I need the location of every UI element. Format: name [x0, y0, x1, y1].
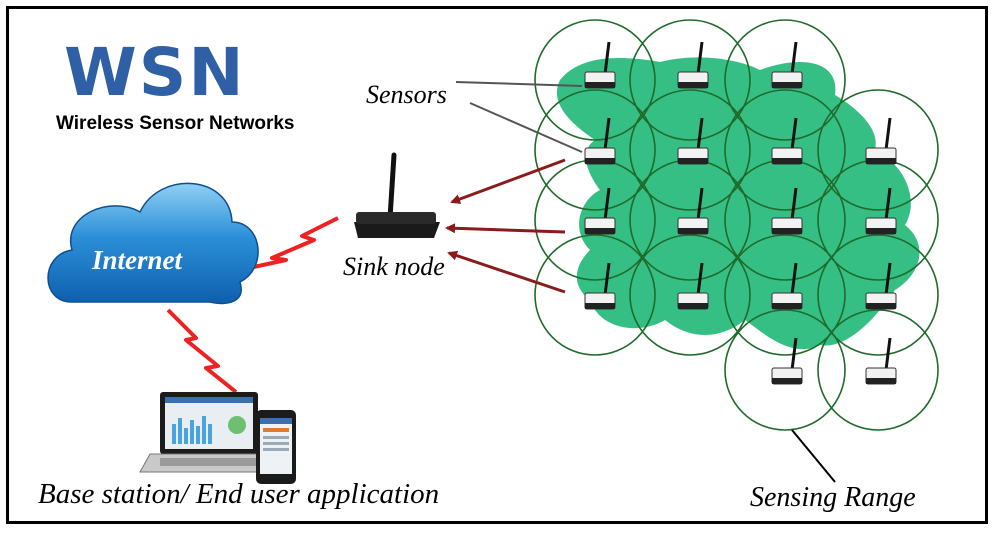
laptop-icon: [139, 392, 279, 473]
range-circle: [724, 234, 846, 356]
smartphone-icon: [256, 410, 296, 484]
data-flow-arrows: [445, 158, 566, 294]
range-circle: [629, 234, 751, 356]
sensing-range-label: Sensing Range: [750, 482, 916, 513]
range-circle: [817, 89, 939, 211]
range-circle: [629, 19, 751, 141]
range-circle: [817, 309, 939, 431]
arrow-to-sink: [445, 223, 566, 234]
cloud-icon: [47, 182, 259, 305]
callout-line: [469, 102, 583, 153]
sensors-label: Sensors: [366, 80, 447, 109]
range-circle: [534, 89, 656, 211]
lightning-icon: [166, 308, 238, 394]
lightning-icon: [239, 216, 339, 272]
router-icon: [354, 152, 440, 238]
sink-node-label: Sink node: [343, 252, 445, 281]
sensor-node-icon: [864, 336, 898, 386]
arrow-to-sink: [450, 158, 566, 204]
range-circle: [817, 234, 939, 356]
range-circle: [724, 89, 846, 211]
coverage-area: [556, 57, 920, 350]
base-station-label: Base station/ End user application: [38, 478, 440, 510]
callout-line: [455, 81, 583, 87]
range-circle: [629, 89, 751, 211]
arrow-to-sink: [447, 250, 566, 294]
range-circle: [534, 19, 656, 141]
range-circle: [724, 19, 846, 141]
sensors-callout-lines: [455, 81, 583, 153]
sensing-range-pointer: [791, 429, 836, 483]
page-subtitle: Wireless Sensor Networks: [56, 113, 295, 134]
range-circle: [724, 309, 846, 431]
page-title: WSN: [64, 34, 246, 111]
range-circle: [534, 234, 656, 356]
internet-label: Internet: [92, 245, 183, 275]
